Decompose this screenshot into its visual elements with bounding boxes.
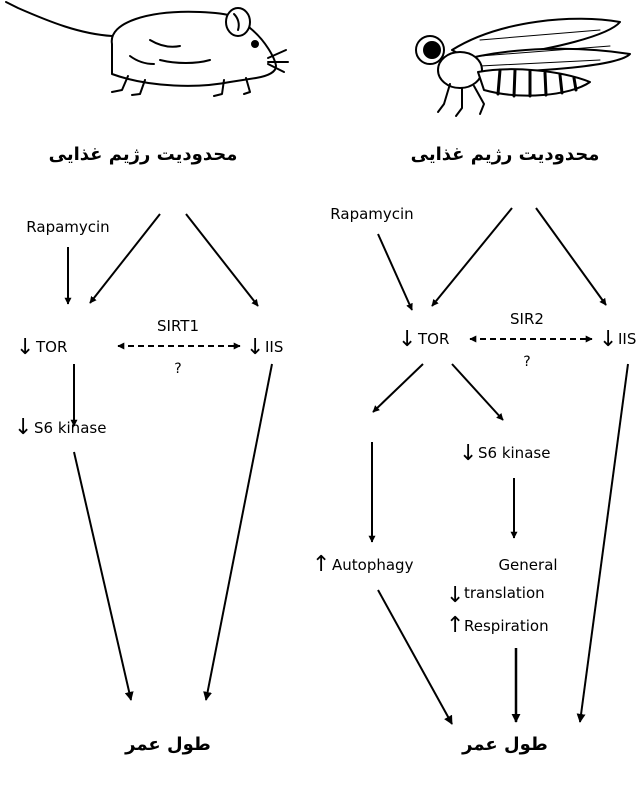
left-s6-kinase-label: S6 kinase — [34, 419, 106, 437]
right-diet-to-tor-arrow — [431, 207, 513, 307]
left-diet-to-iis-arrow — [185, 213, 259, 307]
right-question-mark: ? — [523, 354, 530, 370]
right-general-label: General — [498, 556, 557, 574]
right-tor-to-s6-arrow — [451, 363, 504, 421]
fly-icon — [415, 17, 631, 117]
right-rapamycin-to-tor-arrow — [377, 233, 413, 311]
right-autophagy-up-arrow-icon: ↑ — [312, 552, 330, 577]
right-s6-kinase-label: S6 kinase — [478, 444, 550, 462]
right-translation-label: translation — [464, 584, 545, 602]
right-tor-to-autophagy-branch-arrow — [372, 363, 424, 413]
right-panel: محدودیت رژیم غذایی Rapamycin ↓ TOR SIR2 … — [312, 17, 636, 755]
right-tor-label: TOR — [417, 330, 449, 348]
right-respiration-label: Respiration — [464, 617, 549, 635]
left-iis-label: IIS — [265, 338, 283, 356]
right-iis-label: IIS — [618, 330, 636, 348]
right-autophagy-to-lifespan-arrow — [377, 589, 453, 725]
left-diet-restriction-title: محدودیت رژیم غذایی — [49, 144, 238, 165]
mouse-icon — [5, 1, 289, 97]
right-diet-restriction-title: محدودیت رژیم غذایی — [411, 144, 600, 165]
left-lifespan-outcome: طول عمر — [124, 734, 211, 755]
left-s6-to-lifespan-arrow — [73, 451, 134, 701]
left-iis-down-arrow-icon: ↓ — [246, 335, 264, 360]
right-iis-down-arrow-icon: ↓ — [599, 327, 617, 352]
right-s6-down-arrow-icon: ↓ — [459, 441, 477, 466]
right-respiration-up-arrow-icon: ↑ — [446, 613, 464, 638]
right-sir2-label: SIR2 — [510, 310, 544, 328]
left-rapamycin-label: Rapamycin — [26, 218, 109, 236]
left-iis-to-lifespan-arrow — [203, 363, 273, 701]
right-autophagy-label: Autophagy — [332, 556, 414, 574]
left-tor-down-arrow-icon: ↓ — [16, 335, 34, 360]
left-panel: محدودیت رژیم غذایی Rapamycin ↓ TOR SIRT1… — [5, 1, 289, 755]
left-s6-down-arrow-icon: ↓ — [14, 415, 32, 440]
right-translation-down-arrow-icon: ↓ — [446, 583, 464, 608]
right-tor-down-arrow-icon: ↓ — [398, 327, 416, 352]
right-iis-to-lifespan-arrow — [576, 363, 629, 723]
left-tor-label: TOR — [35, 338, 67, 356]
left-diet-to-tor-arrow — [89, 213, 161, 304]
right-lifespan-outcome: طول عمر — [461, 734, 548, 755]
right-diet-to-iis-arrow — [535, 207, 607, 306]
left-question-mark: ? — [174, 361, 181, 377]
right-rapamycin-label: Rapamycin — [330, 205, 413, 223]
left-sirt1-label: SIRT1 — [157, 317, 199, 335]
